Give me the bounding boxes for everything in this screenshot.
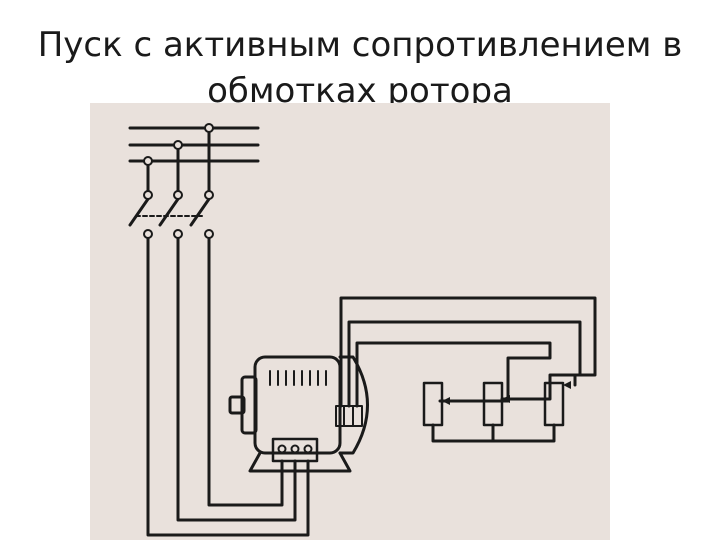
stator-supply-wires	[146, 236, 310, 537]
slide-title: Пуск с активным сопротивлением в обмотка…	[0, 22, 720, 114]
wiring-diagram-svg	[90, 103, 610, 540]
slide-title-line-1: Пуск с активным сопротивлением в	[37, 25, 683, 65]
induction-motor	[228, 355, 369, 473]
contact-points	[143, 123, 313, 454]
three-pole-switch	[128, 197, 211, 227]
bus-taps	[146, 126, 211, 197]
rheostat-slider-arrows	[442, 381, 571, 405]
starting-rheostats	[422, 381, 565, 443]
stator-terminal-box	[271, 437, 319, 463]
slip-rings	[335, 405, 363, 427]
wiring-diagram	[90, 103, 610, 540]
